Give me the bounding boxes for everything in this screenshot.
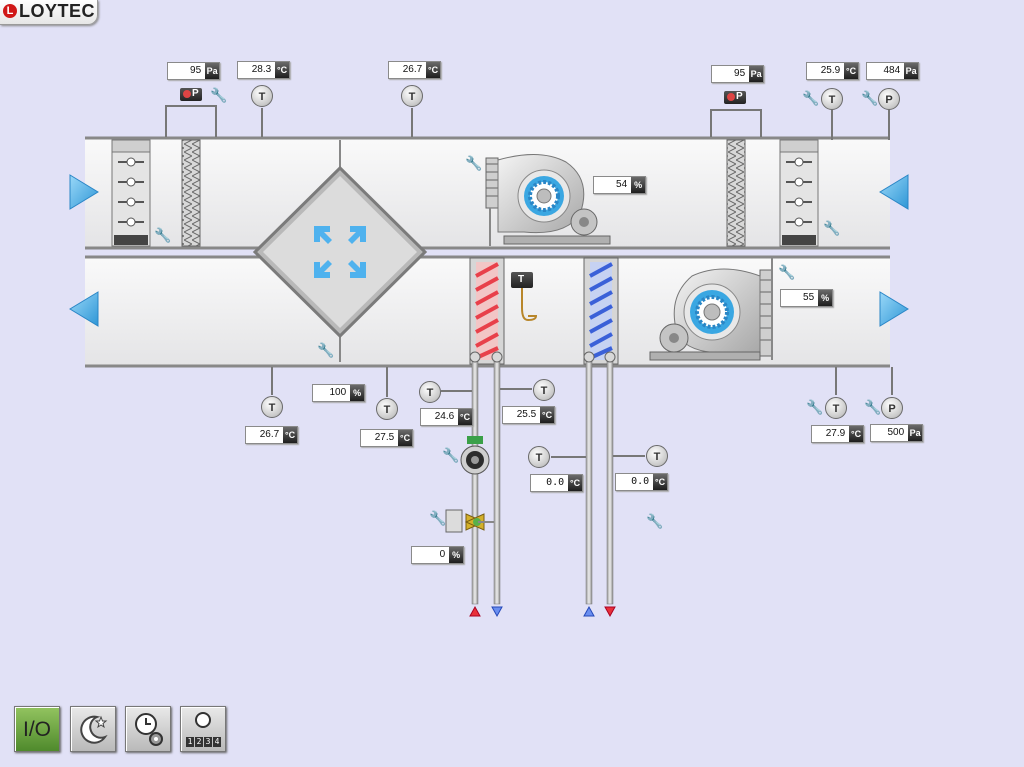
alarm-dot-icon [183,90,191,98]
cooling-coil [583,257,619,365]
supply-filter-pressure-switch[interactable]: P [180,88,202,101]
frost-thermostat-head[interactable]: T [511,272,533,288]
exhaust-air-temp-readout[interactable]: 26.7°C [245,426,298,444]
exhaust-air-temp-sensor[interactable]: T [261,396,283,418]
cooling-return-temp-sensor[interactable]: T [646,445,668,467]
frost-thermostat [521,286,538,322]
loytec-logo: L LOYTEC [0,0,98,25]
timer-counter-button[interactable]: 1 2 3 4 [180,706,226,752]
clock-settings-icon [135,713,163,746]
io-view-button[interactable]: I/O [14,706,60,752]
exhaust-filter [726,139,746,247]
exhaust-outlet-arrow [69,174,99,210]
logo-mark: L [3,4,17,18]
outside-air-temp-sensor[interactable]: T [251,85,273,107]
supply-fan [649,258,773,361]
supply-air-temp-readout[interactable]: 27.9°C [811,425,864,443]
heating-return-temp-readout[interactable]: 25.5°C [502,406,555,424]
alarm-dot-icon [727,93,735,101]
wrench-icon[interactable]: 🔧 [442,447,460,463]
wrench-icon[interactable]: 🔧 [154,227,172,243]
supply-pressure-sensor[interactable]: P [881,397,903,419]
supply-air-temp-sensor[interactable]: T [825,397,847,419]
wrench-icon[interactable]: 🔧 [802,90,820,106]
io-button-label: I/O [22,718,51,741]
extract-air-temp-readout[interactable]: 25.9°C [806,62,859,80]
hydronic-pipes [441,351,645,618]
supply-fan-speed-readout[interactable]: 55% [780,289,833,307]
extract-pressure-sensor[interactable]: P [878,88,900,110]
extract-air-temp-sensor[interactable]: T [821,88,843,110]
after-hrc-temp-sensor[interactable]: T [376,398,398,420]
wrench-icon[interactable]: 🔧 [465,155,483,171]
extract-damper [779,139,819,247]
exhaust-fan [485,153,611,246]
wrench-icon[interactable]: 🔧 [646,513,664,529]
heat-recovery-exchanger [252,140,428,362]
heating-return-temp-sensor[interactable]: T [533,379,555,401]
clock-icon [195,712,211,728]
heating-mixing-valve [445,509,494,533]
bypass-damper-readout[interactable]: 100% [312,384,365,402]
heating-coil [469,257,505,365]
wrench-icon[interactable]: 🔧 [210,87,228,103]
wrench-icon[interactable]: 🔧 [429,510,447,526]
wrench-icon[interactable]: 🔧 [806,399,824,415]
schedule-settings-button[interactable] [125,706,171,752]
heating-valve-readout[interactable]: 0% [411,546,464,564]
cooling-flow-temp-sensor[interactable]: T [528,446,550,468]
supply-air-outlet-arrow [879,291,909,327]
heating-pump [460,436,490,475]
extract-air-inlet-arrow [879,174,909,210]
hrc-outlet-temp-sensor[interactable]: T [401,85,423,107]
heating-flow-temp-readout[interactable]: 24.6°C [420,408,473,426]
exhaust-damper [111,139,151,247]
supply-filter [181,139,201,247]
outside-air-temp-readout[interactable]: 28.3°C [237,61,290,79]
wrench-icon[interactable]: 🔧 [864,399,882,415]
exhaust-filter-pressure-switch[interactable]: P [724,91,746,104]
wrench-icon[interactable]: 🔧 [861,90,879,106]
after-hrc-temp-readout[interactable]: 27.5°C [360,429,413,447]
exhaust-fan-speed-readout[interactable]: 54% [593,176,646,194]
filter-pressure-lines [165,105,893,397]
heating-flow-temp-sensor[interactable]: T [419,381,441,403]
wrench-icon[interactable]: 🔧 [778,264,796,280]
night-mode-button[interactable] [70,706,116,752]
moon-star-icon [80,715,108,744]
wrench-icon[interactable]: 🔧 [823,220,841,236]
counter-digits: 1 2 3 4 [186,737,221,747]
outdoor-air-intake-arrow [69,291,99,327]
logo-text: LOYTEC [19,1,96,21]
hrc-outlet-temp-readout[interactable]: 26.7°C [388,61,441,79]
cooling-flow-temp-readout[interactable]: 0.0°C [530,474,583,492]
wrench-icon[interactable]: 🔧 [317,342,335,358]
cooling-return-temp-readout[interactable]: 0.0°C [615,473,668,491]
